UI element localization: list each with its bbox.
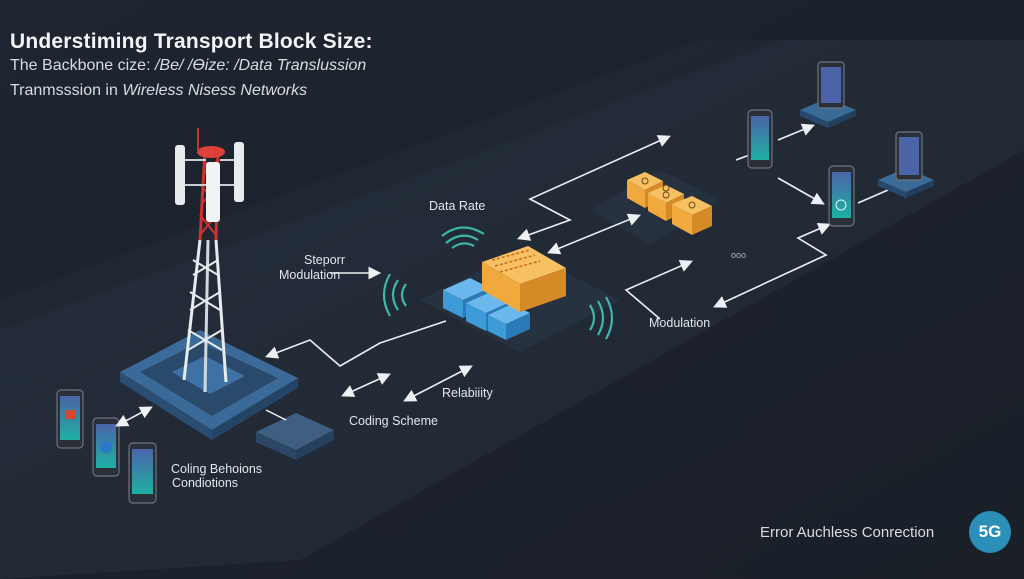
router-box (256, 409, 334, 460)
phone-3 (128, 442, 157, 504)
orange-server (482, 246, 566, 312)
cell-tower (175, 128, 244, 393)
phone-1 (56, 389, 84, 449)
label-ooo: ooo (731, 250, 747, 260)
footer-caption: Error Auchless Conrection (760, 524, 935, 541)
tower-platform (120, 330, 298, 440)
connection-arrows (265, 123, 889, 402)
label-reliability: Relabiiity (442, 386, 493, 400)
label-modulation-right: Modulation (649, 316, 711, 330)
tablet-right (878, 131, 934, 198)
arrow-phone-tower (115, 406, 153, 427)
tablet-top (800, 61, 856, 128)
5g-badge: 5G (969, 511, 1011, 553)
label-steporr: Steporr (304, 253, 345, 267)
label-modulation-left: Modulation (279, 268, 341, 282)
label-coding-scheme: Coding Scheme (349, 414, 438, 428)
subtitle-line-2: Tranmsssion in Wireless Nisess Networks (10, 82, 308, 99)
subtitle-line-1: The Backbone cize: /Be/ /Өize: /Data Tra… (10, 57, 367, 74)
label-coling-behoions: Coling Behoions (171, 462, 263, 476)
label-data-rate: Data Rate (429, 199, 486, 213)
label-conditions: Condiotions (172, 476, 239, 490)
phone-top-right (747, 109, 773, 169)
signal-waves (382, 226, 614, 340)
phone-mid-right (828, 165, 855, 227)
blue-blocks (443, 278, 530, 340)
page-title: Understiming Transport Block Size: (10, 30, 373, 53)
phone-2 (92, 417, 120, 477)
